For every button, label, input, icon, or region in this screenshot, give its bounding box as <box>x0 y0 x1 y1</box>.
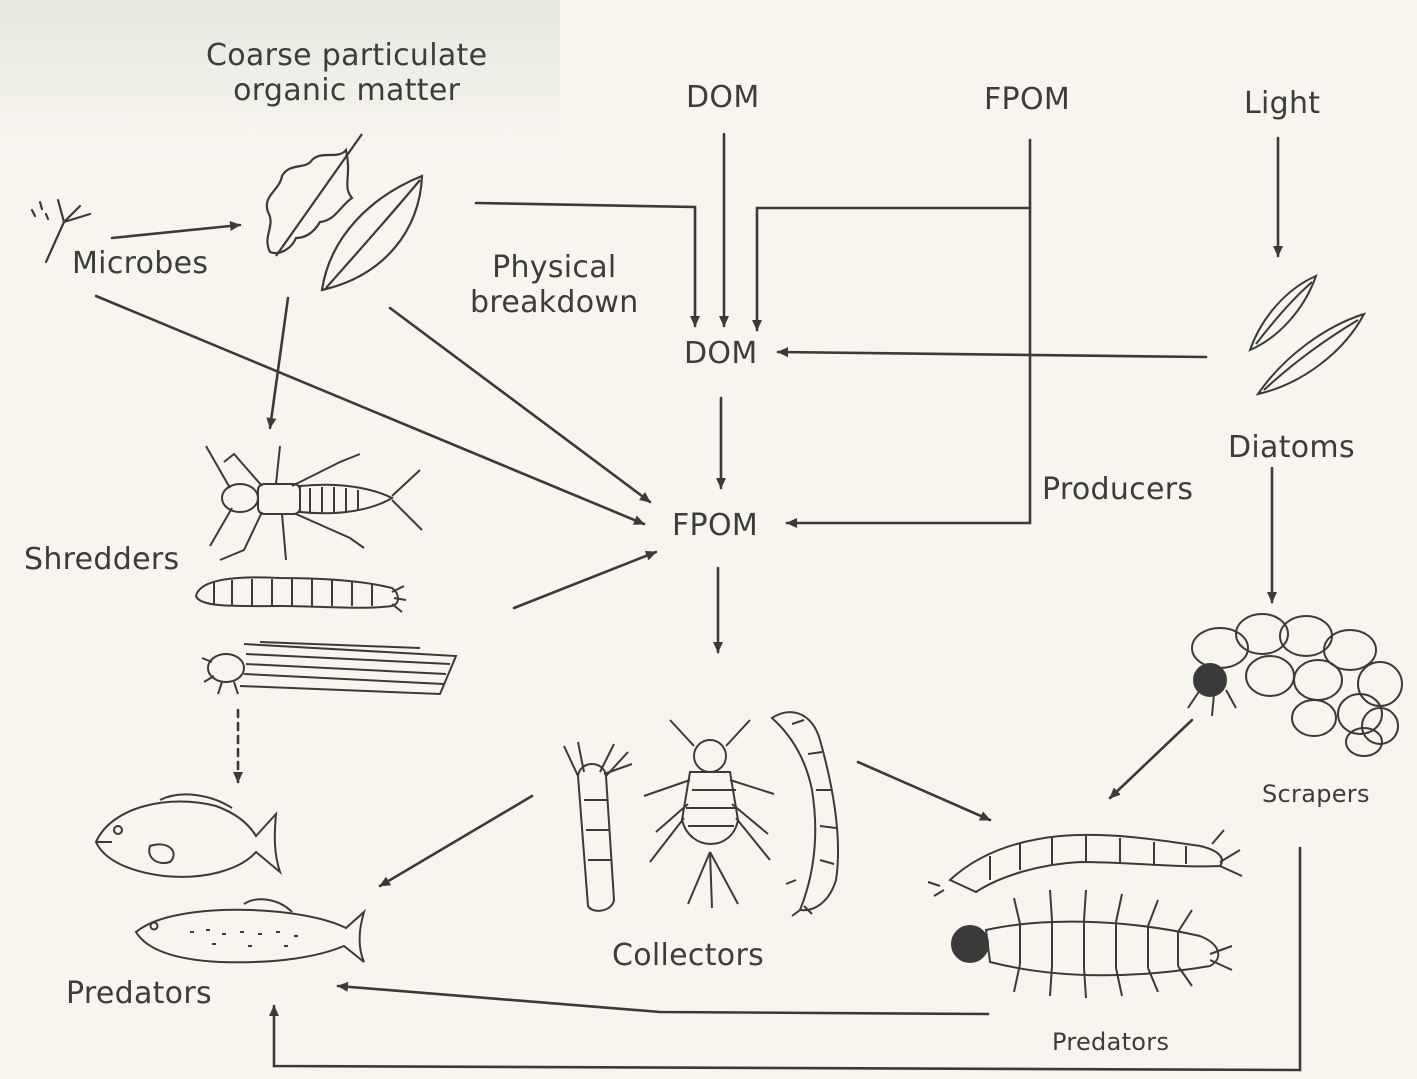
stonefly-nymph-icon <box>206 446 422 560</box>
physical-breakdown-text: Physical breakdown <box>470 250 639 321</box>
microbes-label: Microbes <box>72 246 208 281</box>
scraper-caddis-icon <box>1188 614 1402 756</box>
cpom-label: Coarse particulate organic matter <box>206 38 487 109</box>
diatoms-icon <box>1250 276 1364 394</box>
arrow-shredders-to-fpom <box>514 552 656 608</box>
caddis-case-icon <box>202 642 456 694</box>
fpom-top-label: FPOM <box>984 82 1070 117</box>
predator-larva-long-icon <box>928 830 1242 896</box>
trout-icon <box>136 899 364 962</box>
diatoms-label: Diatoms <box>1228 430 1355 465</box>
cranefly-larva-icon <box>196 577 406 612</box>
cpom-text: Coarse particulate organic matter <box>206 38 487 109</box>
physical-breakdown-label: Physical breakdown <box>470 250 639 321</box>
dom-mid-label: DOM <box>684 336 758 371</box>
predator-larva-spiny-icon <box>952 890 1232 998</box>
collectors-label: Collectors <box>612 938 764 973</box>
producers-label: Producers <box>1042 472 1193 507</box>
predators-left-label: Predators <box>66 976 212 1011</box>
arrow-collectors-to-left-predators <box>380 796 532 886</box>
oak-leaf-icon <box>267 134 362 256</box>
arrow-cpom-to-shredders <box>270 298 288 428</box>
arrow-fpom-top-to-fpom <box>787 140 1030 523</box>
arrow-collectors-to-right-predators <box>858 762 990 820</box>
arrow-scrapers-to-right-predators <box>1110 720 1192 798</box>
scrapers-label: Scrapers <box>1262 780 1370 808</box>
willow-leaf-icon <box>322 176 422 290</box>
dom-top-label: DOM <box>686 80 760 115</box>
arrow-fpom-to-dom <box>757 208 1030 330</box>
chironomid-larva-icon <box>772 712 838 916</box>
predators-right-label: Predators <box>1052 1028 1169 1056</box>
arrow-diatoms-to-dom <box>778 352 1206 357</box>
arrow-right-predators-to-left-predators <box>338 986 988 1014</box>
sunfish-icon <box>96 794 280 876</box>
light-label: Light <box>1244 86 1320 121</box>
shredders-label: Shredders <box>24 542 179 577</box>
arrow-microbes-to-cpom <box>112 225 240 238</box>
fpom-mid-label: FPOM <box>672 508 758 543</box>
blackfly-larva-icon <box>564 742 632 911</box>
mayfly-nymph-icon <box>644 720 774 908</box>
